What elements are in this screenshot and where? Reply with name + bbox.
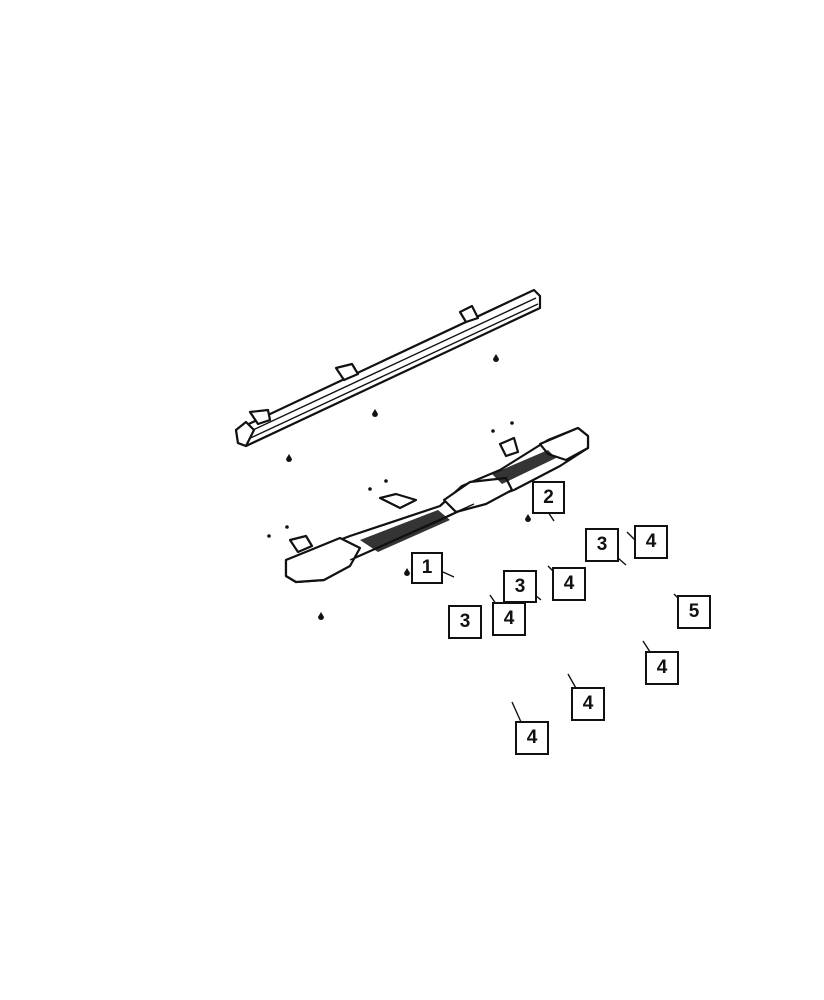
callout-3: 3 [585, 528, 619, 562]
callout-5: 5 [677, 595, 711, 629]
step-board [284, 426, 590, 584]
callout-3: 3 [503, 570, 537, 603]
callout-4: 4 [552, 567, 586, 601]
callout-4: 4 [645, 651, 679, 685]
callout-1: 1 [411, 552, 443, 584]
callout-4: 4 [515, 721, 549, 755]
callout-4: 4 [634, 525, 668, 559]
callout-4: 4 [571, 687, 605, 721]
fasteners [267, 354, 531, 620]
callout-2: 2 [532, 481, 565, 514]
callout-4: 4 [492, 602, 526, 636]
upper-rail [234, 288, 542, 448]
callout-3: 3 [448, 605, 482, 639]
